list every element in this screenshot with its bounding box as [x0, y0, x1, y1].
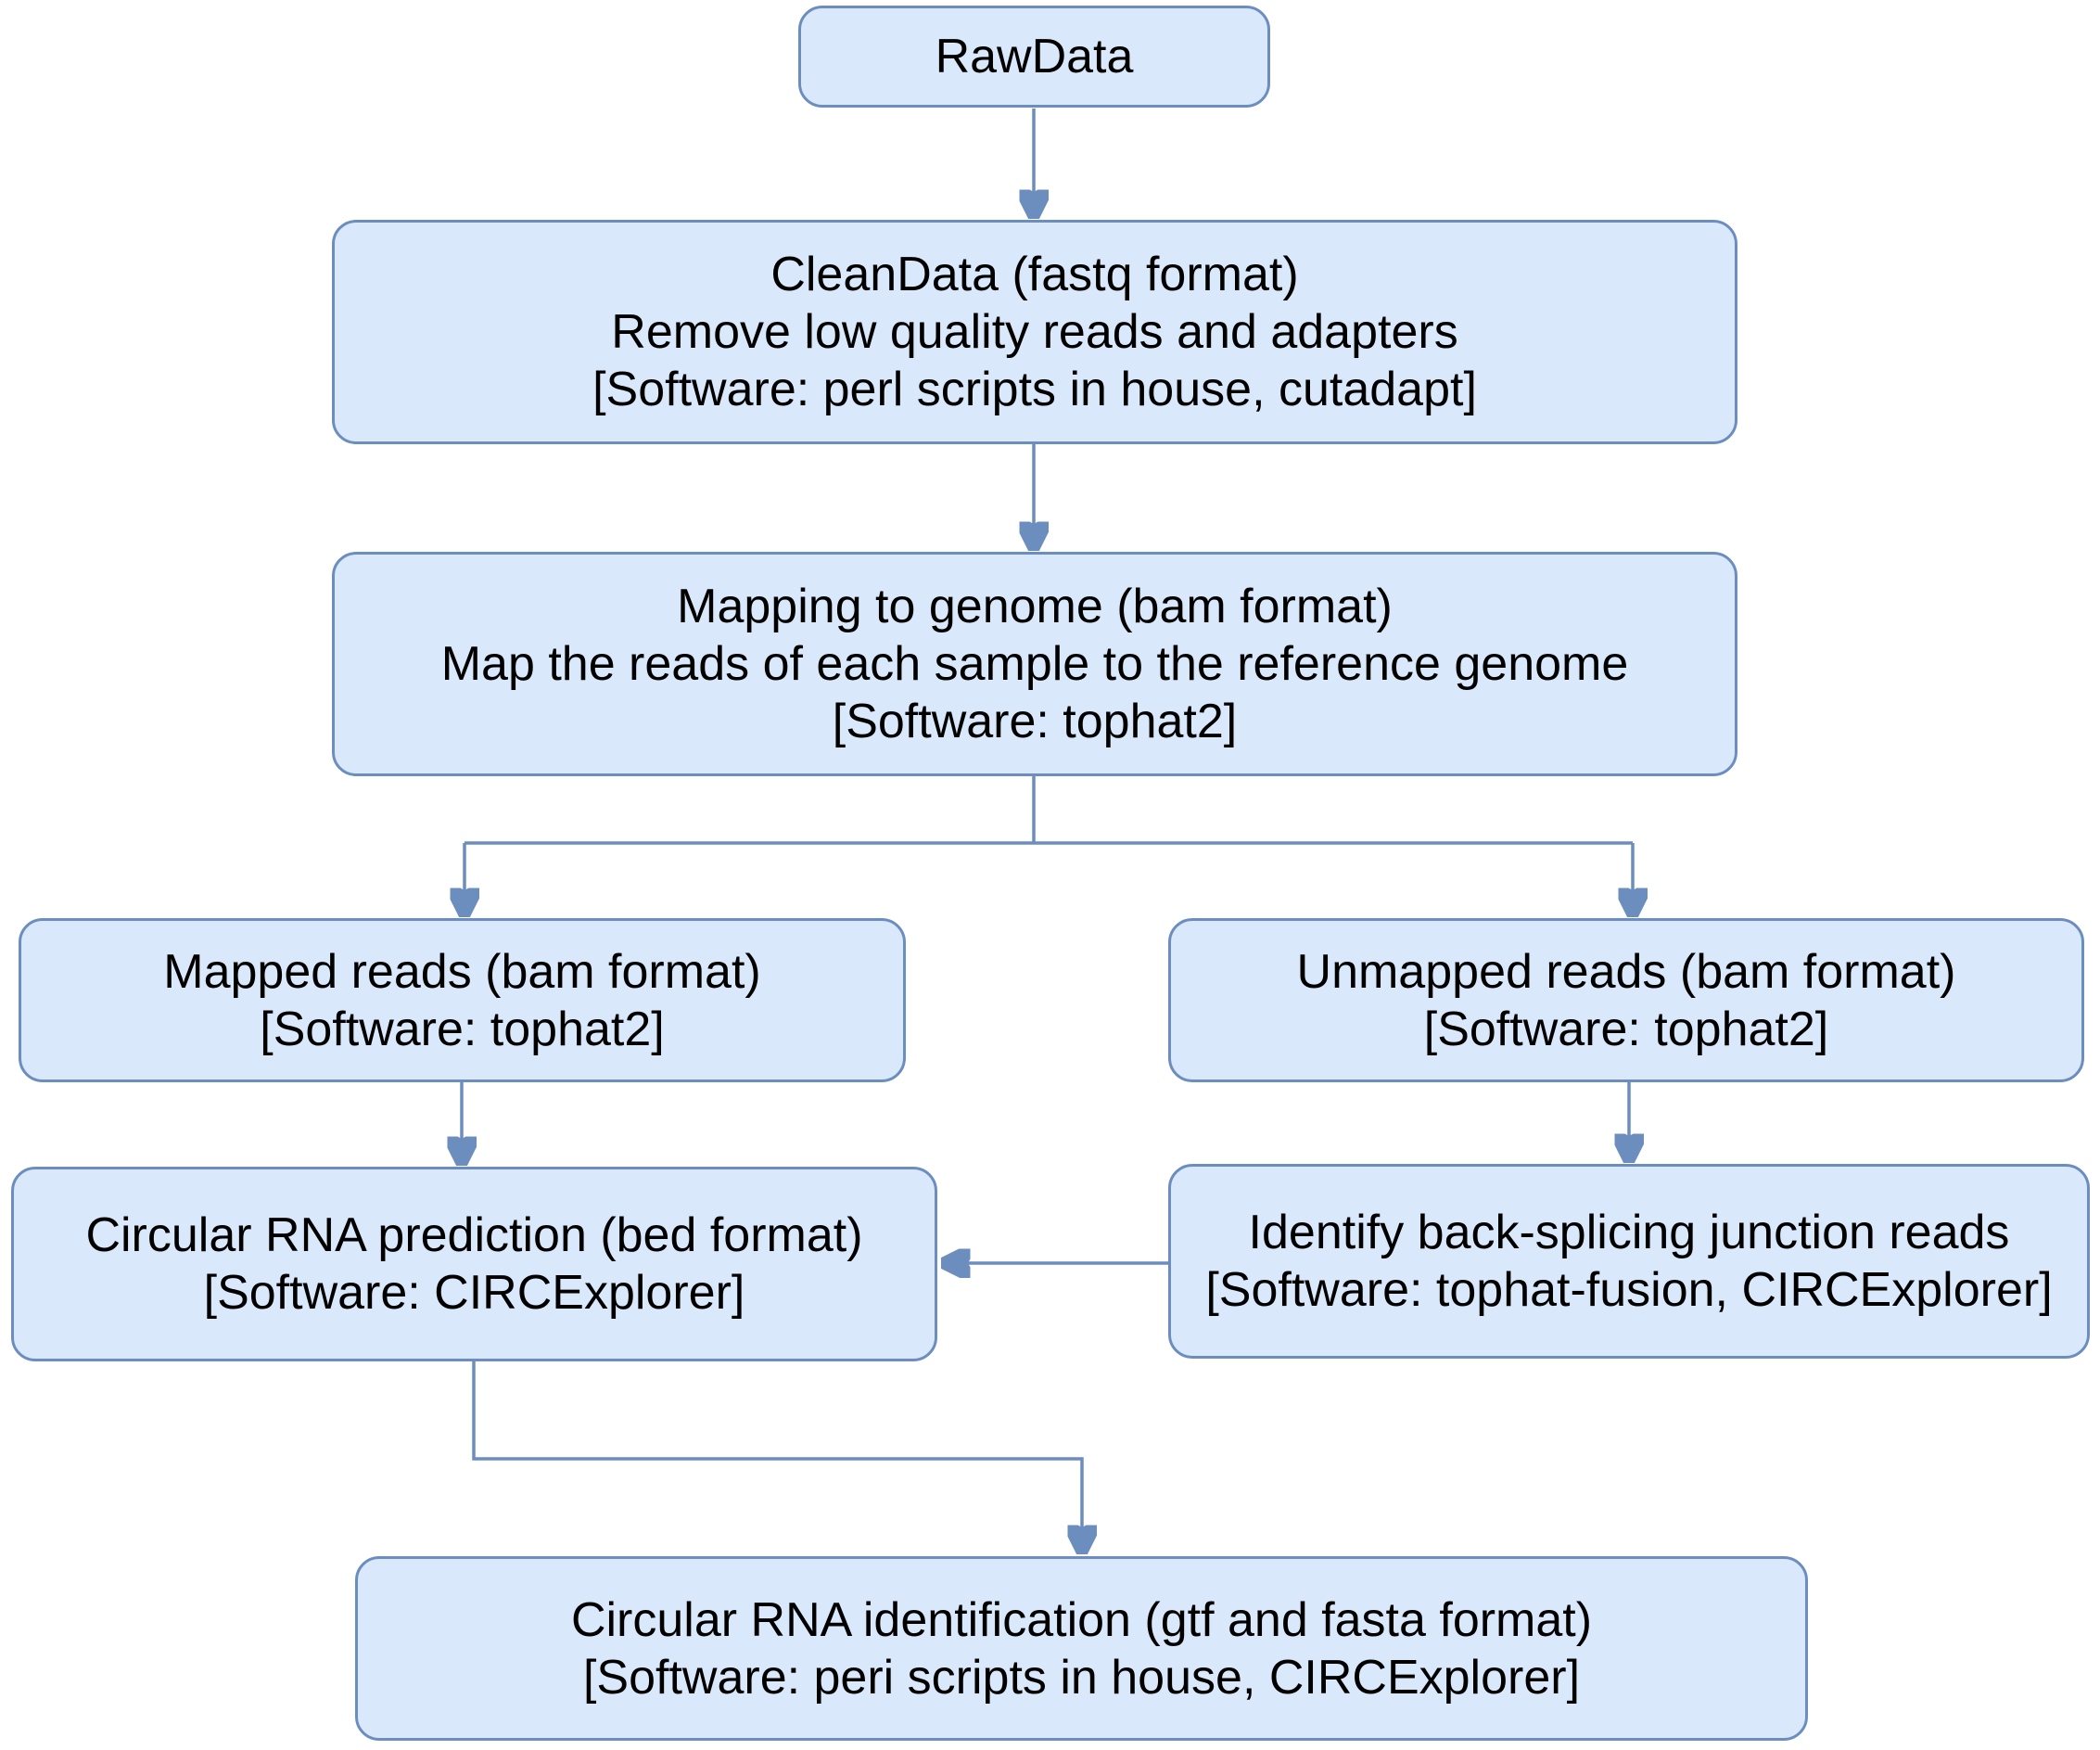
node-raw-data: RawData — [798, 6, 1270, 108]
node-identification-software: [Software: peri scripts in house, CIRCEx… — [582, 1650, 1581, 1705]
node-identify-title: Identify back-splicing junction reads — [1248, 1206, 2010, 1259]
node-mapped-reads: Mapped reads (bam format) [Software: top… — [19, 918, 906, 1082]
node-clean-data-software: [Software: perl scripts in house, cutada… — [592, 363, 1477, 416]
node-identify-software: [Software: tophat-fusion, CIRCExplorer] — [1205, 1263, 2053, 1317]
node-mapped-reads-software: [Software: tophat2] — [260, 1002, 665, 1056]
node-mapped-reads-title: Mapped reads (bam format) — [163, 944, 761, 999]
node-identification-title: Circular RNA identification (gtf and fas… — [570, 1592, 1593, 1647]
node-mapping-description: Map the reads of each sample to the refe… — [440, 637, 1629, 691]
node-prediction-software: [Software: CIRCExplorer] — [203, 1266, 745, 1320]
node-unmapped-reads-software: [Software: tophat2] — [1423, 1002, 1829, 1056]
node-mapping-title: Mapping to genome (bam format) — [677, 580, 1393, 633]
node-circular-rna-identification: Circular RNA identification (gtf and fas… — [355, 1556, 1808, 1741]
node-identify-back-splicing: Identify back-splicing junction reads [S… — [1168, 1164, 2090, 1359]
node-prediction-title: Circular RNA prediction (bed format) — [85, 1208, 863, 1262]
node-clean-data-title: CleanData (fastq format) — [770, 248, 1299, 301]
connector-prediction-to-identification — [472, 1361, 1082, 1552]
node-mapping-software: [Software: tophat2] — [832, 695, 1238, 748]
node-clean-data-description: Remove low quality reads and adapters — [611, 305, 1458, 359]
node-circular-rna-prediction: Circular RNA prediction (bed format) [So… — [11, 1167, 937, 1361]
node-unmapped-reads-title: Unmapped reads (bam format) — [1296, 944, 1956, 999]
node-clean-data: CleanData (fastq format) Remove low qual… — [332, 220, 1737, 444]
node-mapping-to-genome: Mapping to genome (bam format) Map the r… — [332, 552, 1737, 776]
node-raw-data-label: RawData — [935, 30, 1134, 83]
node-unmapped-reads: Unmapped reads (bam format) [Software: t… — [1168, 918, 2084, 1082]
